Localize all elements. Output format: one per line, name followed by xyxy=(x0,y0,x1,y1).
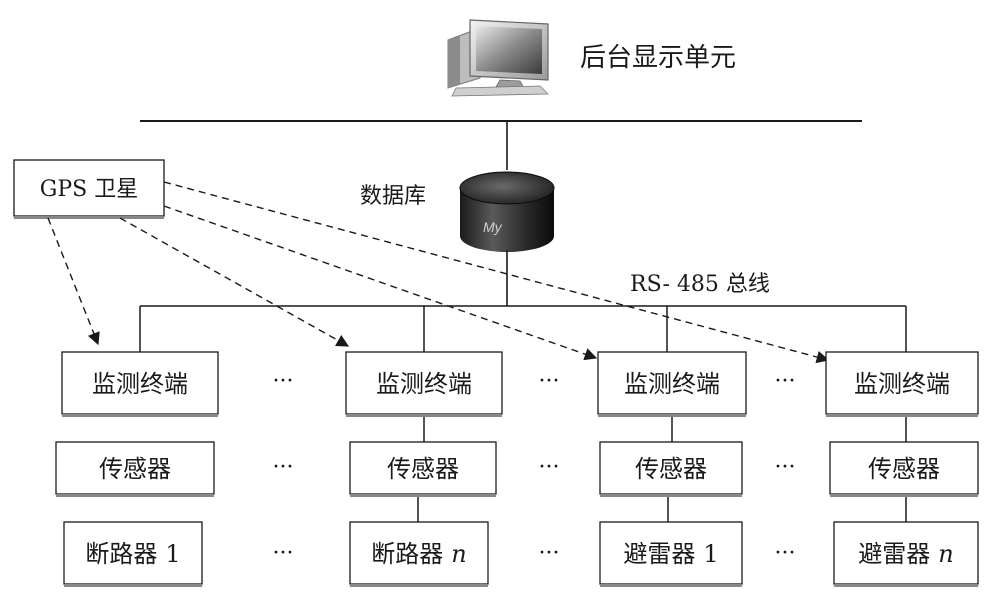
gps-arrow-terminal-2 xyxy=(119,217,350,347)
gps-arrow-terminal-1 xyxy=(47,217,100,346)
sensor-box xyxy=(599,441,743,495)
ellipsis-device-1: ··· xyxy=(273,541,294,566)
bus-drops xyxy=(139,306,907,352)
device-label: 避雷器 1 xyxy=(623,540,718,568)
device-suffix-label: n xyxy=(451,540,466,568)
ellipsis-terminal-1: ··· xyxy=(273,369,294,394)
ellipsis-terminal-2: ··· xyxy=(539,369,560,394)
device-box xyxy=(349,521,489,585)
terminal-box xyxy=(61,351,219,415)
gps-sync-arrows xyxy=(47,181,830,364)
column-4: 监测终端 传感器 避雷器 n xyxy=(825,351,979,587)
sensor-box xyxy=(349,441,497,495)
device-label: 断路器 1 xyxy=(85,540,180,568)
terminal-label: 监测终端 xyxy=(376,370,472,398)
device-box xyxy=(833,521,979,585)
sensor-label: 传感器 xyxy=(868,455,940,483)
terminal-box xyxy=(825,351,979,415)
ellipsis-device-3: ··· xyxy=(775,541,796,566)
bus-label: RS- 485 总线 xyxy=(630,272,770,297)
column-1: 监测终端 传感器 断路器 1 xyxy=(55,351,219,587)
ellipsis-sensor-2: ··· xyxy=(539,455,560,480)
gps-arrow-terminal-3 xyxy=(163,205,598,361)
terminal-label: 监测终端 xyxy=(624,370,720,398)
ellipsis-group: ··· ··· ··· ··· ··· ··· ··· ··· ··· xyxy=(273,369,796,566)
ellipsis-sensor-3: ··· xyxy=(775,455,796,480)
ellipsis-device-2: ··· xyxy=(539,541,560,566)
ellipsis-sensor-1: ··· xyxy=(273,455,294,480)
device-label: 避雷器 n xyxy=(858,540,953,568)
database-icon: My xyxy=(459,171,555,252)
device-suffix-label: 1 xyxy=(703,540,718,568)
sensor-label: 传感器 xyxy=(635,455,707,483)
gps-label: GPS 卫星 xyxy=(40,177,138,202)
gps-satellite-box: GPS 卫星 xyxy=(13,159,165,219)
terminal-box xyxy=(345,351,503,415)
column-2: 监测终端 传感器 断路器 n xyxy=(345,351,503,587)
terminal-label: 监测终端 xyxy=(854,370,950,398)
gps-arrow-terminal-4 xyxy=(163,181,830,364)
device-main-label: 断路器 xyxy=(85,540,157,568)
display-unit-label: 后台显示单元 xyxy=(580,43,736,73)
device-main-label: 避雷器 xyxy=(623,540,695,568)
computer-icon xyxy=(447,19,549,97)
sensor-label: 传感器 xyxy=(387,455,459,483)
device-suffix-label: 1 xyxy=(165,540,180,568)
sensor-box xyxy=(829,441,979,495)
database-label: 数据库 xyxy=(360,184,426,209)
column-3: 监测终端 传感器 避雷器 1 xyxy=(597,351,747,587)
sensor-box xyxy=(55,441,215,495)
device-box xyxy=(63,521,203,585)
device-main-label: 断路器 xyxy=(371,540,443,568)
terminal-box xyxy=(597,351,747,415)
terminal-label: 监测终端 xyxy=(92,370,188,398)
device-main-label: 避雷器 xyxy=(858,540,930,568)
ellipsis-terminal-3: ··· xyxy=(775,369,796,394)
device-label: 断路器 n xyxy=(371,540,466,568)
database-logo-text: My xyxy=(483,219,503,235)
device-suffix-label: n xyxy=(938,540,953,568)
sensor-label: 传感器 xyxy=(99,455,171,483)
